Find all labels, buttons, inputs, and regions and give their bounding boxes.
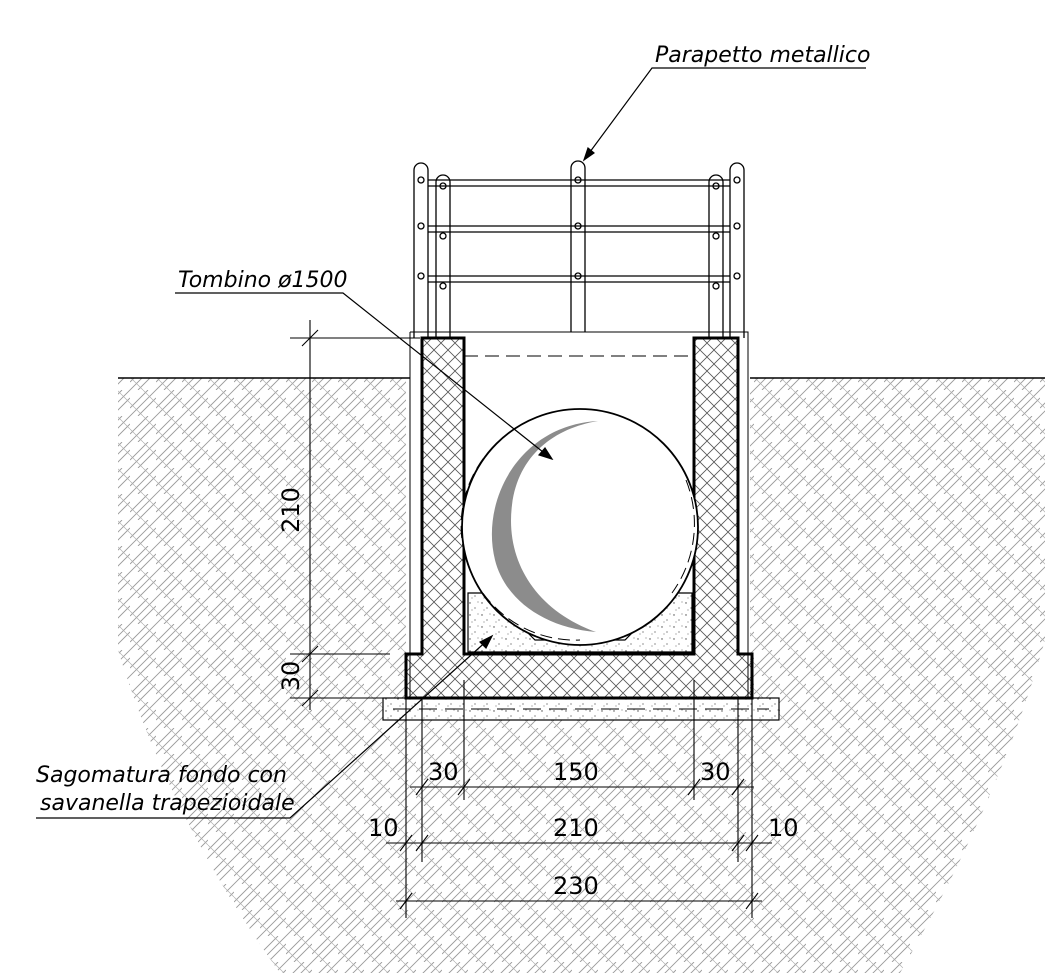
dim-wall-left: 30	[428, 758, 459, 786]
leader-culvert	[175, 292, 549, 457]
dim-wall-height: 210	[277, 487, 305, 533]
dim-outer-width: 210	[553, 814, 599, 842]
label-bottom-line1: Sagomatura fondo con	[36, 763, 287, 788]
pipe-dashed	[460, 444, 581, 641]
horizontal-dimensions	[386, 680, 772, 918]
dim-total-width: 230	[553, 872, 599, 900]
dim-inner-width: 150	[553, 758, 599, 786]
label-culvert: Tombino ø1500	[178, 268, 348, 293]
label-bottom-line2: savanella trapezioidale	[40, 791, 295, 816]
leader-bottom	[36, 637, 491, 819]
dim-offset-right: 10	[768, 814, 799, 842]
dim-wall-right: 30	[700, 758, 731, 786]
railing	[413, 160, 745, 338]
dim-offset-left: 10	[368, 814, 399, 842]
leader-parapet	[583, 67, 866, 161]
dim-slab-thickness: 30	[277, 661, 305, 692]
vertical-dimensions	[290, 320, 420, 710]
label-parapet: Parapetto metallico	[655, 43, 870, 68]
pipe-shading	[491, 421, 598, 632]
structure-outline	[409, 331, 749, 698]
u-channel-concrete	[404, 336, 754, 700]
